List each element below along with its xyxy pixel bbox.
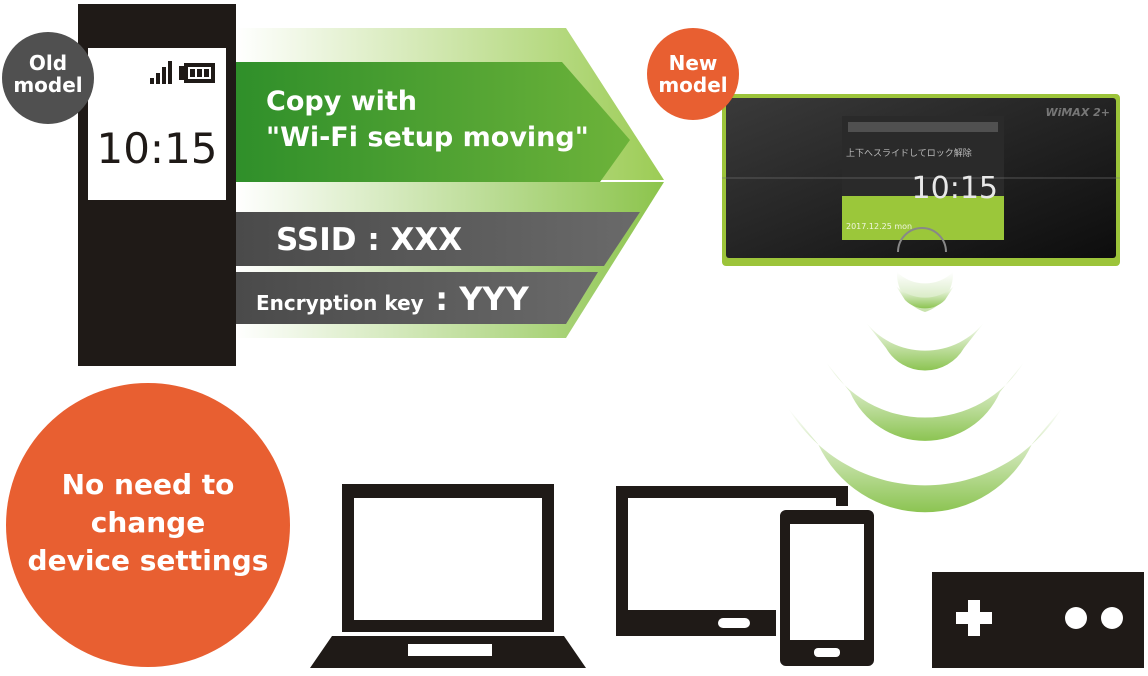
key-band <box>236 272 598 324</box>
smartphone-icon <box>776 506 878 670</box>
laptop-icon <box>310 484 586 668</box>
new-device-green-strip <box>842 196 1004 240</box>
wifi-waves-icon <box>788 272 1062 513</box>
new-model-badge-label: New model <box>658 51 728 97</box>
game-controller-icon <box>932 572 1144 668</box>
old-device <box>78 4 236 366</box>
new-device-lock-hint: 上下へスライドしてロック解除 <box>846 149 972 159</box>
no-change-callout-text: No need to change device settings <box>27 468 269 577</box>
arrow-green-band <box>236 62 630 182</box>
new-device-date: 2017.12.25 mon <box>846 222 913 231</box>
transfer-arrow <box>236 28 664 338</box>
new-device-brand: WiMAX 2+ <box>1045 106 1110 119</box>
new-device <box>722 94 1120 266</box>
new-device-home-button <box>897 227 947 253</box>
encryption-key-row: Encryption key : YYY <box>256 280 576 318</box>
old-model-badge-label: Old model <box>13 51 83 97</box>
ssid-band <box>236 212 640 266</box>
new-device-time: 10:15 <box>911 171 998 206</box>
new-device-status-bar <box>848 122 998 132</box>
no-change-callout <box>6 383 290 667</box>
ssid-label: SSID : XXX <box>276 222 463 258</box>
encryption-key-label: Encryption key <box>256 291 424 315</box>
signal-icon <box>150 61 172 84</box>
old-model-badge <box>2 32 94 124</box>
encryption-key-value: : YYY <box>435 280 529 318</box>
battery-icon <box>179 63 215 83</box>
old-device-time: 10:15 <box>96 124 218 173</box>
new-model-badge <box>647 28 739 120</box>
copy-with-wifi-setup-moving: Copy with "Wi-Fi setup moving" <box>266 86 589 153</box>
